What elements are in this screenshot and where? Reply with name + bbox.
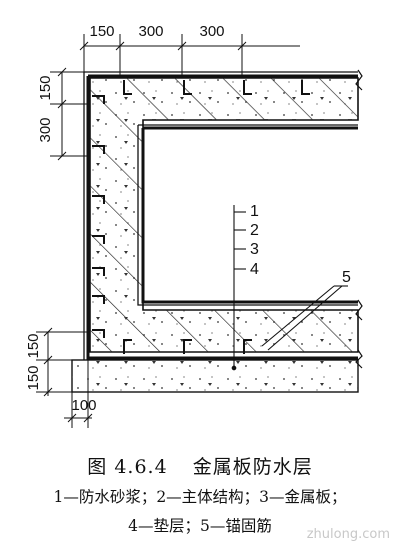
- waterproof-mortar: [83, 71, 358, 360]
- dim-left-4: 150: [25, 365, 42, 390]
- callout-3: 3: [250, 241, 259, 258]
- dim-top-2: 300: [138, 23, 163, 40]
- callout-1: 1: [250, 203, 259, 220]
- dim-left-1: 150: [37, 75, 54, 100]
- cushion-layer: [71, 359, 359, 393]
- break-lines: [355, 69, 363, 369]
- left-dimension-upper: [50, 67, 90, 161]
- callout-2: 2: [250, 222, 259, 239]
- caption-title: 金属板防水层: [192, 456, 313, 478]
- main-structure: [89, 77, 359, 353]
- anchor-bars: [92, 80, 310, 354]
- bottom-dimension: [64, 360, 93, 428]
- dim-top-3: 300: [199, 23, 224, 40]
- callout-leaders: [231, 205, 348, 371]
- left-dimension-lower: [36, 327, 90, 397]
- callout-5: 5: [342, 269, 351, 286]
- waterproof-section-drawing: 150 300 300 150 300 150 150 100: [25, 23, 363, 428]
- legend-line-1: 1—防水砂浆；2—主体结构；3—金属板；: [53, 488, 347, 506]
- dim-bottom: 100: [71, 397, 96, 414]
- top-dimension: [79, 34, 300, 78]
- caption-prefix: 图: [87, 456, 108, 478]
- metal-plate: [86, 74, 358, 360]
- caption-number: 4.6.4: [114, 456, 168, 478]
- dim-left-3: 150: [25, 333, 42, 358]
- dim-left-2: 300: [37, 117, 54, 142]
- dim-top-1: 150: [89, 23, 114, 40]
- figure-caption: 图 4.6.4 金属板防水层: [0, 452, 400, 479]
- callout-4: 4: [250, 261, 259, 278]
- watermark: zhulong.com: [306, 527, 390, 542]
- legend-line-2: 4—垫层；5—锚固筋: [128, 517, 272, 535]
